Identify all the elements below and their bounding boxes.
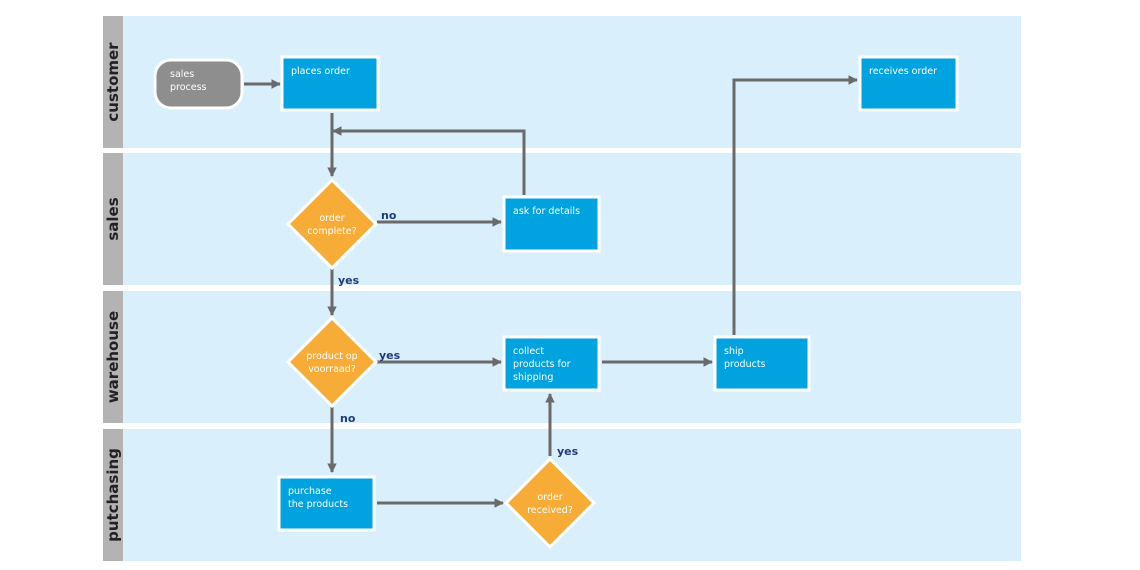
decision-node-order-complete[interactable]: order complete? [285,177,379,271]
connector-ship-to-receives_order [732,75,858,335]
node-label-line: purchase [288,486,332,497]
connector-label-yes: yes [557,445,579,458]
node-label-line: process [170,82,207,93]
node-label-line: shipping [513,372,553,383]
node-label-line: products [724,359,766,370]
node-label-line: ship [724,346,744,357]
process-node-receives-order[interactable]: receives order [858,55,959,112]
process-box [713,335,811,392]
connector-ask_details-to-places_order [332,126,526,195]
node-label-line: order [319,213,344,224]
process-box [502,195,601,253]
decision-node-order-received[interactable]: order received? [503,456,597,550]
connector-label-no: no [340,412,356,425]
node-label-line: the products [288,499,348,510]
process-node-places-order[interactable]: places order [280,55,380,112]
terminal-node-start[interactable]: sales process [153,58,244,110]
process-node-purchase[interactable]: purchase the products [277,475,376,532]
node-label-line: collect [513,346,544,357]
node-label-line: sales [170,69,194,80]
process-node-ship[interactable]: ship products [713,335,811,392]
node-label-line: product op [306,351,357,362]
process-box [858,55,959,112]
node-label-line: voorraad? [308,364,356,375]
swimlane-header [103,153,123,285]
terminal-shape [153,58,244,110]
node-label-line: ask for details [513,206,580,217]
process-node-ask-details[interactable]: ask for details [502,195,601,253]
connector-label-yes: yes [379,349,401,362]
process-box [277,475,376,532]
swimlane-label: sales [104,197,122,240]
decision-node-product-stock[interactable]: product op voorraad? [285,315,379,409]
node-label-line: receives order [869,66,937,77]
swimlane-header [103,16,123,148]
decision-diamond [285,177,379,271]
decision-diamond [503,456,597,550]
process-box [280,55,380,112]
connector-label-no: no [381,209,397,222]
node-label-line: complete? [307,226,356,237]
node-label-line: products for [513,359,571,370]
node-label-line: received? [527,505,573,516]
process-node-collect[interactable]: collect products for shipping [502,335,601,392]
node-label-line: places order [291,66,350,77]
node-label-line: order [537,492,562,503]
swimlane-header [103,429,123,561]
decision-diamond [285,315,379,409]
connector-label-yes: yes [338,274,360,287]
swimlane-label: putchasing [104,448,122,542]
swimlane-label: customer [104,42,122,122]
swimlane-label: warehouse [104,311,122,403]
process-box [502,335,601,392]
swimlane-header [103,291,123,423]
